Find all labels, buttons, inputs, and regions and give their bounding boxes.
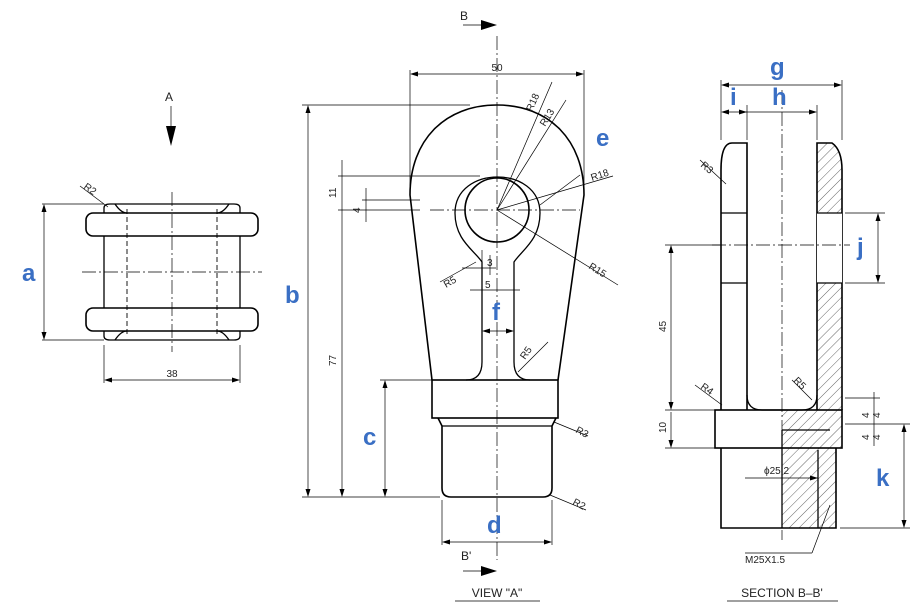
dim-sec-r3: R3 <box>698 160 715 177</box>
var-g: g <box>770 54 785 81</box>
section-bb-title: SECTION B–B' <box>741 586 823 600</box>
section-bb: R3 45 10 R4 R5 4 4 4 4 <box>658 80 910 602</box>
dim-sec-r5: R5 <box>791 375 808 392</box>
dim-phi-25-2: ϕ25.2 <box>764 466 790 477</box>
dim-r18-right: R18 <box>590 168 611 184</box>
view-arrow-a-label: A <box>165 90 173 104</box>
dim-4a: 4 <box>861 412 872 418</box>
section-collar <box>714 409 843 449</box>
view-a-title: VIEW "A" <box>472 586 523 600</box>
var-f: f <box>492 299 501 326</box>
dim-thread-m25: M25X1.5 <box>745 555 785 566</box>
shank-body <box>437 417 557 498</box>
var-i: i <box>730 84 737 111</box>
var-c: c <box>363 424 376 451</box>
var-d: d <box>487 512 502 539</box>
dim-4c: 4 <box>861 434 872 440</box>
dim-r2: R2 <box>81 181 98 198</box>
variable-labels: a b c d e f g h i j k <box>22 54 890 539</box>
dim-4: 4 <box>352 207 363 213</box>
section-shank <box>720 448 837 529</box>
section-arrow-b-icon <box>481 20 497 30</box>
dim-45: 45 <box>658 320 669 332</box>
section-marker-b: B <box>460 9 468 23</box>
var-a: a <box>22 260 36 287</box>
dim-width-38: 38 <box>166 369 178 380</box>
dim-3: 3 <box>487 258 493 269</box>
inner-slot-contour <box>454 176 541 381</box>
dim-r5-slot: R5 <box>442 274 459 290</box>
var-h: h <box>772 84 787 111</box>
dim-77: 77 <box>328 354 339 366</box>
dim-11: 11 <box>328 187 339 198</box>
dim-r2-shank: R2 <box>571 497 588 513</box>
dim-r15: R15 <box>586 261 608 280</box>
left-prong <box>720 142 748 410</box>
var-k: k <box>876 465 890 492</box>
shank-collar <box>431 379 559 419</box>
dim-r5-neck: R5 <box>518 345 535 362</box>
view-arrow-a-icon <box>166 126 176 146</box>
dim-5: 5 <box>485 280 491 291</box>
flange-fillets <box>114 203 230 341</box>
dim-sec-r4: R4 <box>698 381 715 398</box>
section-marker-b-prime: B' <box>461 549 471 563</box>
var-e: e <box>596 125 609 152</box>
bottom-lip <box>103 331 241 341</box>
var-j: j <box>856 234 864 261</box>
view-a: 50 R18 R13 R18 R15 11 4 3 5 R5 R5 <box>302 9 619 602</box>
side-view: 38 R2 A <box>41 90 262 383</box>
dim-4b: 4 <box>872 412 883 418</box>
dim-10: 10 <box>658 421 669 433</box>
dim-4d: 4 <box>872 434 883 440</box>
var-b: b <box>285 282 300 309</box>
right-prong <box>816 142 843 410</box>
section-arrow-b-prime-icon <box>481 566 497 576</box>
dim-r3-shank: R3 <box>574 425 591 441</box>
dim-width-50: 50 <box>491 63 503 74</box>
